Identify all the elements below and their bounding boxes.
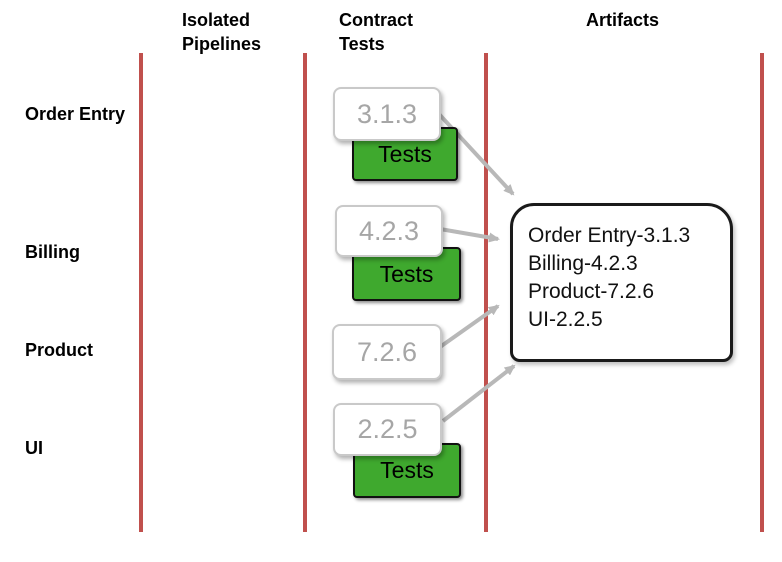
divider-line-4 [760, 53, 764, 532]
row-label-billing: Billing [25, 242, 80, 262]
arrow-product-to-artifacts [438, 304, 500, 349]
tests-box-label: Tests [379, 260, 434, 287]
version-number: 2.2.5 [357, 414, 418, 444]
artifacts-box: Order Entry-3.1.3 Billing-4.2.3 Product-… [510, 203, 733, 362]
artifact-entry-ui: UI-2.2.5 [528, 308, 603, 331]
arrow-billing-to-artifacts [439, 227, 500, 243]
artifact-entry-billing: Billing-4.2.3 [528, 252, 638, 275]
column-header-contract-tests: Contract Tests [339, 10, 414, 54]
version-box-order-entry: 3.1.3 [333, 87, 441, 141]
artifact-entry-order-entry: Order Entry-3.1.3 [528, 224, 691, 247]
version-number: 3.1.3 [356, 98, 418, 129]
version-number: 7.2.6 [356, 336, 418, 367]
row-label-ui: UI [25, 438, 43, 458]
row-label-order-entry: Order Entry [25, 104, 126, 124]
version-box-product: 7.2.6 [332, 324, 442, 380]
version-box-billing: 4.2.3 [335, 205, 443, 257]
tests-box-label: Tests [378, 140, 432, 167]
column-header-artifacts: Artifacts [586, 10, 660, 30]
arrow-ui-to-artifacts [441, 364, 516, 423]
divider-line-3 [484, 53, 488, 532]
row-label-product: Product [25, 340, 94, 360]
artifact-entry-product: Product-7.2.6 [528, 280, 655, 303]
divider-line-2 [303, 53, 307, 532]
divider-line-1 [139, 53, 143, 532]
version-box-ui: 2.2.5 [333, 403, 442, 456]
version-number: 4.2.3 [358, 215, 420, 246]
column-header-isolated-pipelines: Isolated Pipelines [182, 10, 262, 54]
tests-box-label: Tests [380, 457, 434, 483]
